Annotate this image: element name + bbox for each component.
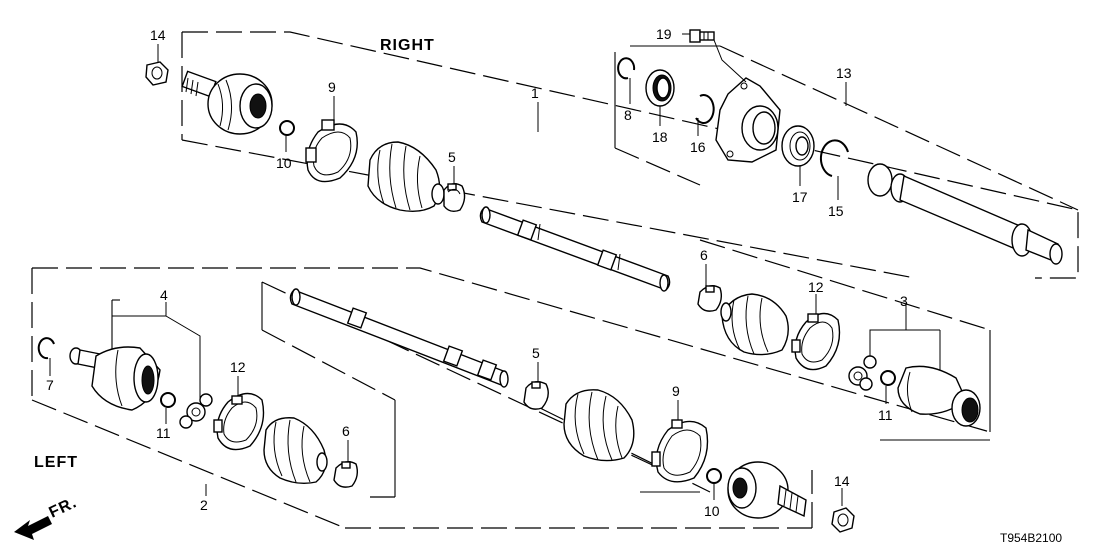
shaft-left-icon bbox=[289, 288, 509, 388]
clip-8-icon bbox=[617, 57, 636, 80]
boot-right-icon bbox=[720, 293, 789, 356]
callout-14a: 14 bbox=[150, 27, 166, 43]
callout-2: 2 bbox=[200, 497, 208, 513]
callout-11b: 11 bbox=[878, 407, 893, 423]
clamp-6-left-icon bbox=[333, 461, 359, 488]
callout-8: 8 bbox=[624, 107, 632, 123]
clamp-5-left-icon bbox=[523, 381, 549, 410]
band-12-right-icon bbox=[791, 312, 841, 371]
clip-10-top-icon bbox=[279, 120, 295, 136]
circlip-15-icon bbox=[819, 139, 849, 177]
callout-19: 19 bbox=[656, 26, 672, 42]
callout-4: 4 bbox=[160, 287, 168, 303]
callout-12b: 12 bbox=[808, 279, 824, 295]
group-outlines bbox=[31, 31, 1079, 529]
title-left: LEFT bbox=[34, 454, 78, 471]
outer-cv-joint-lower-icon bbox=[727, 461, 807, 519]
callout-16: 16 bbox=[690, 139, 706, 155]
callouts: 1 2 3 4 5 5 6 6 7 8 9 9 10 10 11 11 12 1… bbox=[46, 26, 908, 519]
clip-7-icon bbox=[37, 337, 55, 360]
boot-top-icon bbox=[367, 141, 445, 213]
snap-ring-16-icon bbox=[695, 94, 715, 125]
nut-14-top-icon bbox=[145, 61, 169, 86]
callout-10a: 10 bbox=[276, 155, 292, 171]
callout-18: 18 bbox=[652, 129, 668, 145]
bolt-19-icon bbox=[689, 29, 715, 43]
clip-10-lower-icon bbox=[706, 468, 722, 484]
callout-6a: 6 bbox=[700, 247, 708, 263]
callout-1: 1 bbox=[531, 85, 539, 101]
callout-9b: 9 bbox=[672, 383, 680, 399]
callout-9a: 9 bbox=[328, 79, 336, 95]
intermediate-shaft-icon bbox=[867, 163, 1063, 265]
band-12-left-icon bbox=[213, 392, 265, 451]
clip-11-right-icon bbox=[880, 370, 896, 386]
bearing-17-icon bbox=[781, 125, 815, 167]
callout-5b: 5 bbox=[532, 345, 540, 361]
diagram-code: T954B2100 bbox=[1000, 531, 1062, 545]
inner-joint-housing-left-icon bbox=[69, 346, 161, 411]
bearing-housing-icon bbox=[715, 77, 781, 163]
tripod-right-icon bbox=[848, 355, 877, 391]
callout-12a: 12 bbox=[230, 359, 246, 375]
clip-11-left-icon bbox=[160, 392, 176, 408]
clamp-5-top-icon bbox=[443, 183, 466, 213]
callout-11a: 11 bbox=[156, 425, 171, 441]
parts bbox=[14, 29, 1063, 540]
tripod-left-icon bbox=[179, 393, 213, 429]
boot-left-icon bbox=[263, 417, 328, 485]
front-direction-arrow-icon bbox=[14, 516, 52, 540]
callout-6b: 6 bbox=[342, 423, 350, 439]
callout-5a: 5 bbox=[448, 149, 456, 165]
boot-left-lower-icon bbox=[563, 389, 635, 462]
band-9-top-icon bbox=[305, 119, 358, 183]
leader-lines bbox=[49, 33, 941, 506]
callout-13: 13 bbox=[836, 65, 852, 81]
callout-14b: 14 bbox=[834, 473, 850, 489]
clamp-6-right-icon bbox=[697, 285, 723, 312]
band-9-lower-icon bbox=[651, 419, 709, 483]
title-right: RIGHT bbox=[380, 37, 435, 54]
callout-15: 15 bbox=[828, 203, 844, 219]
callout-3: 3 bbox=[900, 293, 908, 309]
front-direction-label: FR. bbox=[47, 494, 80, 522]
callout-7: 7 bbox=[46, 377, 54, 393]
shaft-top-icon bbox=[479, 206, 671, 292]
inner-joint-housing-right-icon bbox=[897, 365, 981, 427]
outer-cv-joint-top-icon bbox=[181, 70, 273, 135]
nut-14-lower-icon bbox=[831, 507, 855, 533]
callout-17: 17 bbox=[792, 189, 808, 205]
callout-10b: 10 bbox=[704, 503, 720, 519]
seal-18-icon bbox=[645, 69, 675, 107]
